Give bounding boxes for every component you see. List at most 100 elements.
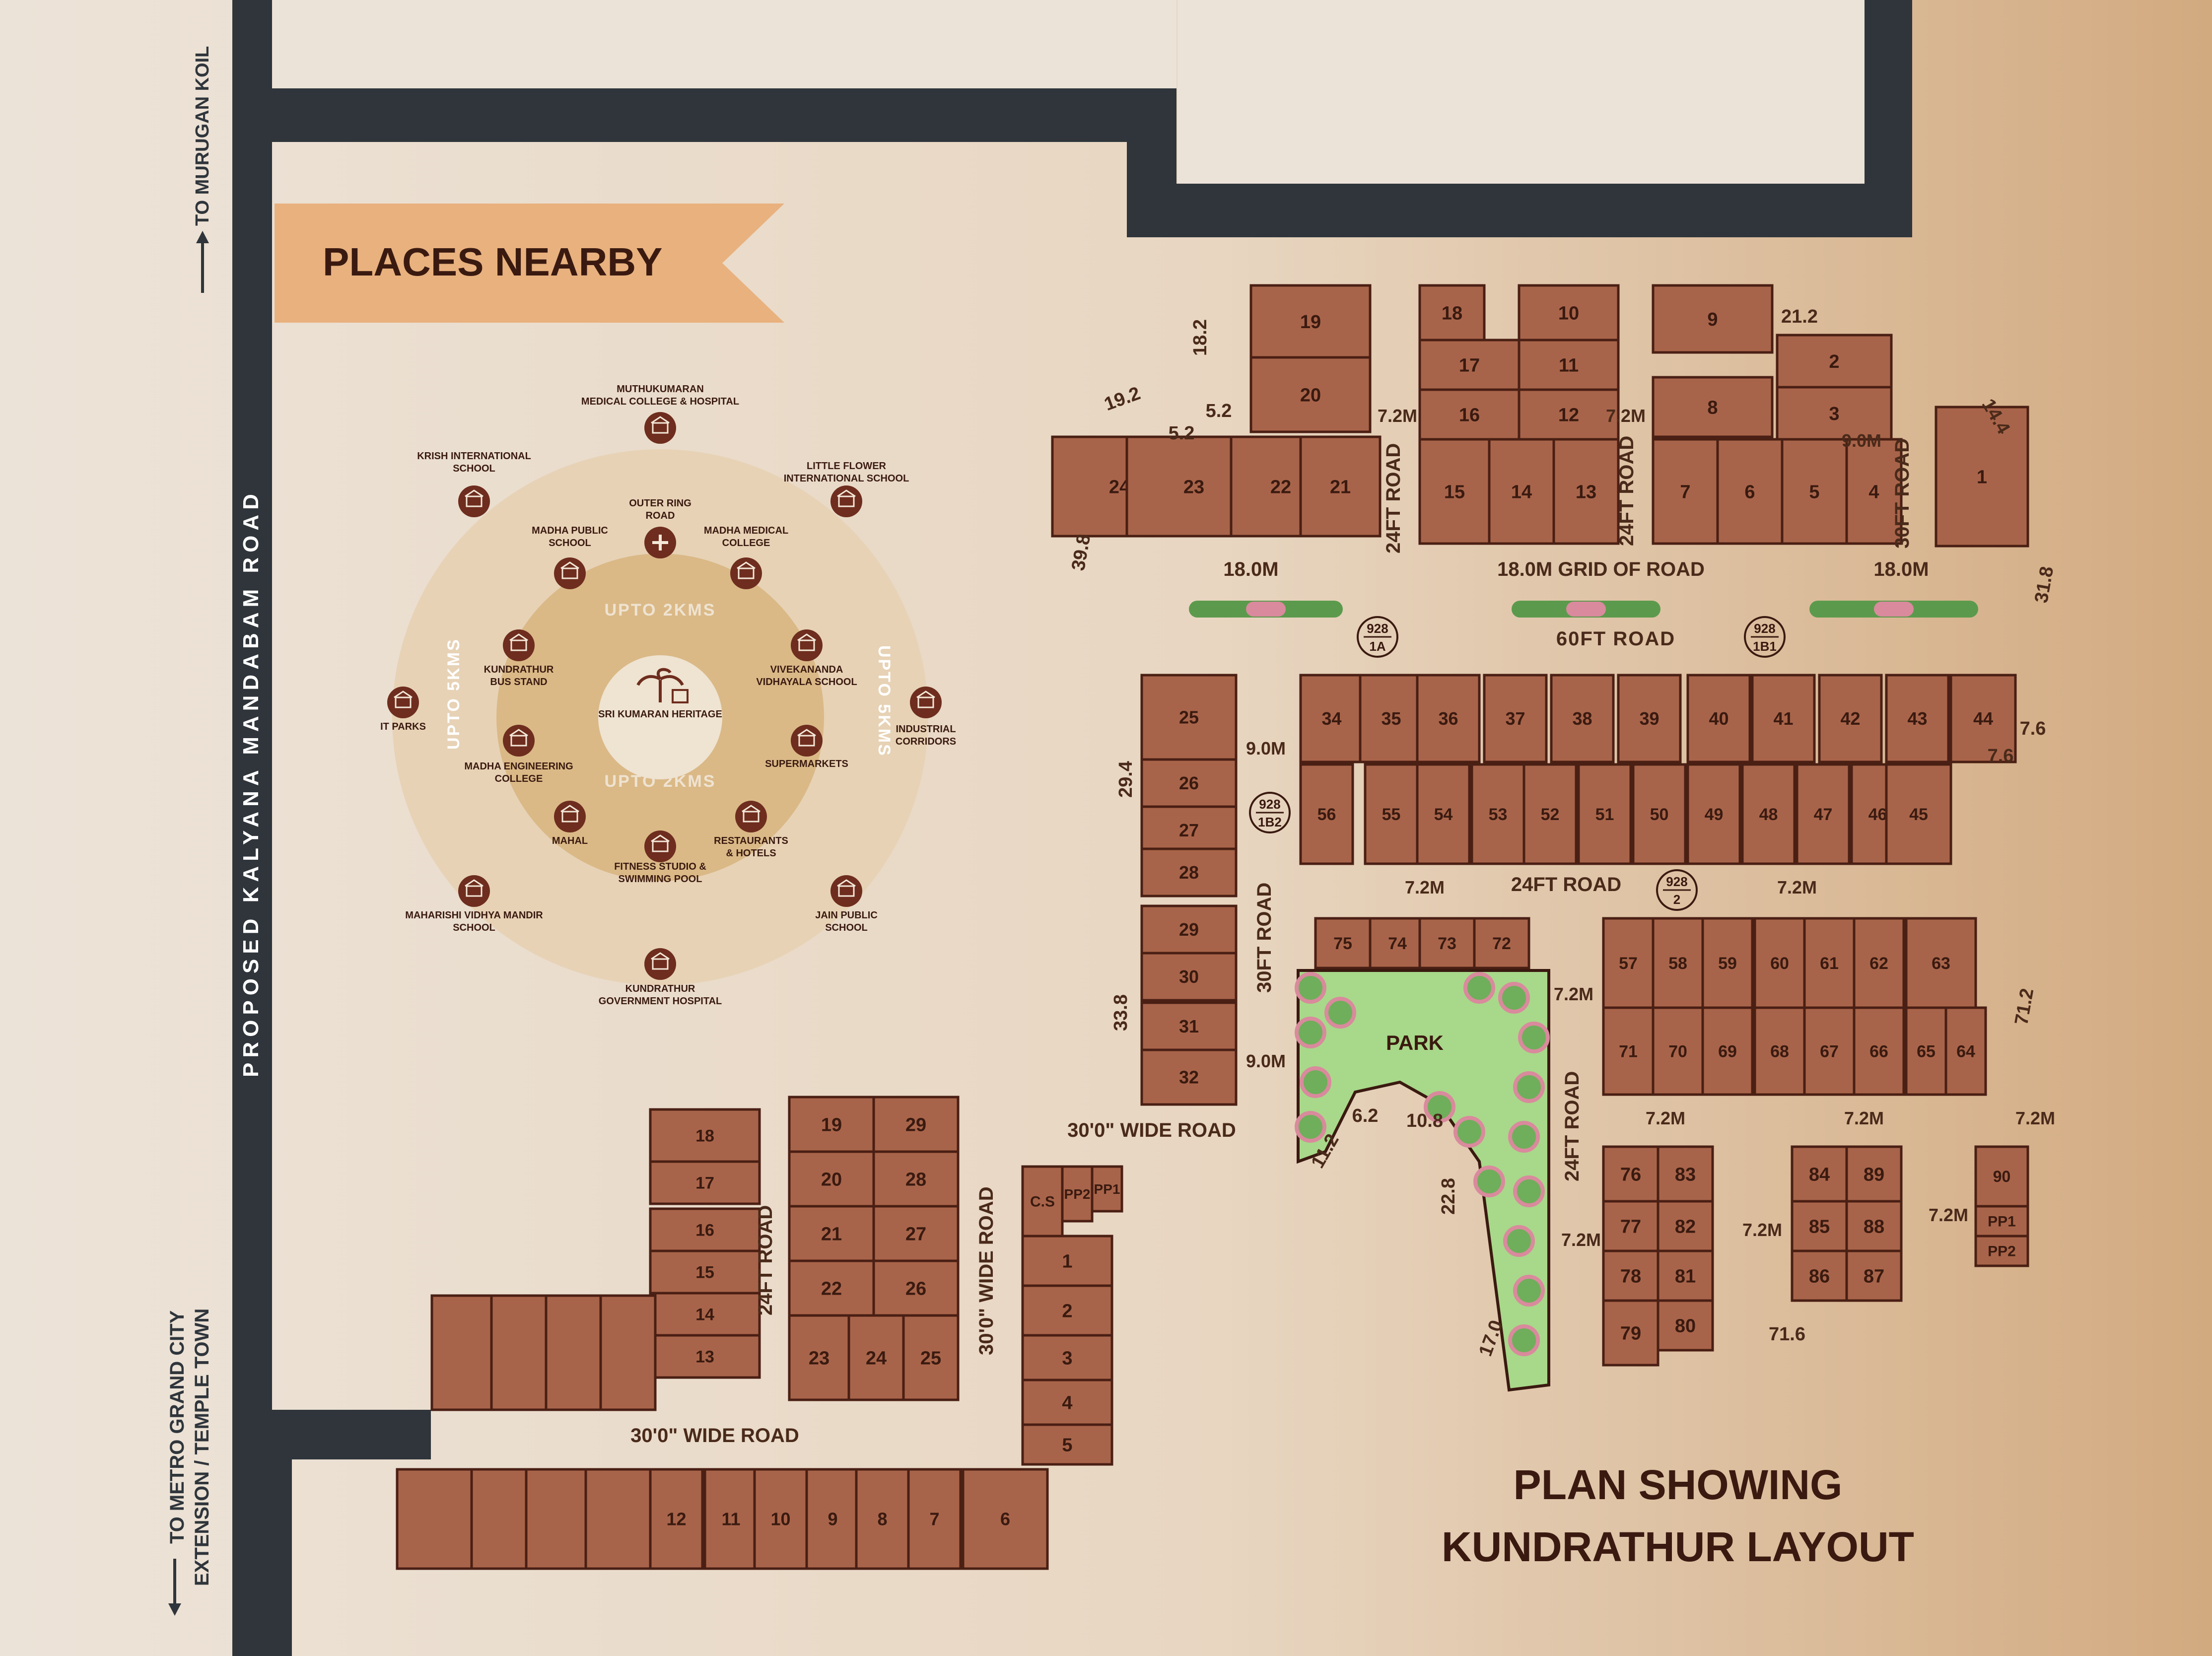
plot-number: 90 <box>1993 1168 2011 1185</box>
place-label: MADHA PUBLIC <box>532 525 608 536</box>
plot: 1 <box>1021 1235 1113 1287</box>
plot-number: 9 <box>828 1509 837 1529</box>
dimension-label: 10.8 <box>1406 1110 1443 1131</box>
tree-icon <box>1513 1071 1545 1103</box>
plot-number: 30 <box>1179 966 1199 987</box>
plot: PP1 <box>1091 1165 1123 1213</box>
place-label: LITTLE FLOWER <box>807 461 887 472</box>
plot-number: 2 <box>1829 351 1839 372</box>
plot-number: 39 <box>1639 708 1659 729</box>
upper-road <box>1127 184 1911 237</box>
tree-icon <box>1453 1116 1485 1148</box>
plot-number: 3 <box>1062 1348 1072 1369</box>
plot: 65 <box>1905 1006 1947 1096</box>
plot-number: 6 <box>1744 482 1755 502</box>
road-72-j: 7.2M <box>1742 1220 1782 1240</box>
plot-number: 18 <box>1442 303 1462 324</box>
building-icon <box>387 687 419 718</box>
left-road <box>232 0 272 1420</box>
plot-number: 71 <box>1619 1042 1638 1061</box>
plot: 13 <box>649 1334 761 1379</box>
plan-title-1: PLAN SHOWING <box>1514 1461 1843 1508</box>
plot-unnumbered <box>545 1294 602 1411</box>
plot-number: 32 <box>1179 1067 1199 1088</box>
road-72-i: 7.2M <box>1929 1205 1968 1225</box>
plot: 55 <box>1364 763 1419 865</box>
plot-number: 46 <box>1868 805 1887 824</box>
edge-label-bottom-2: EXTENSION / TEMPLE TOWN <box>191 1309 213 1586</box>
road-30-wide-a: 30'0" WIDE ROAD <box>1067 1119 1236 1141</box>
plot-unnumbered <box>490 1294 548 1411</box>
school-icon <box>554 557 586 589</box>
plot-number: 1 <box>1062 1251 1072 1272</box>
plot-unnumbered <box>599 1294 657 1411</box>
plan-title-2: KUNDRATHUR LAYOUT <box>1442 1523 1914 1570</box>
plot-number: 23 <box>809 1348 830 1369</box>
tree-icon <box>1508 1121 1540 1153</box>
college-icon <box>730 557 762 589</box>
plot: 15 <box>649 1249 761 1295</box>
survey-subdivision: 1A <box>1369 639 1385 654</box>
plot: 28 <box>1140 847 1238 897</box>
plot-number: 28 <box>905 1169 926 1190</box>
plot: 85 <box>1791 1200 1848 1252</box>
edge-label-bottom-1: TO METRO GRAND CITY <box>166 1310 188 1544</box>
place-it-parks: IT PARKS <box>380 687 426 732</box>
dimension-label: 18.2 <box>1190 319 1211 356</box>
dimension-label: 6.2 <box>1352 1105 1379 1126</box>
plot: 4 <box>1021 1379 1113 1426</box>
plot: 53 <box>1470 763 1525 865</box>
plot-number: 4 <box>1062 1392 1072 1413</box>
plot: 18 <box>1418 284 1486 342</box>
plot: 25 <box>1140 674 1238 761</box>
tree-icon <box>1513 1275 1545 1307</box>
plot-number: 57 <box>1619 954 1638 973</box>
plot-number: 34 <box>1321 708 1341 729</box>
plot: 90 <box>1974 1145 2029 1208</box>
plot: 74 <box>1369 917 1426 969</box>
plot: 37 <box>1483 674 1548 763</box>
road-72-a: 7.2M <box>1378 406 1417 426</box>
plot: 3 <box>1776 386 1893 441</box>
plot: 9 <box>805 1468 860 1570</box>
road-labels: 18.0M GRID OF ROAD 60FT ROAD 18.0M 18.0M… <box>630 406 2055 1447</box>
plot: 10 <box>753 1468 808 1570</box>
plot: 63 <box>1905 917 1977 1009</box>
place-mahal: MAHAL <box>552 801 588 846</box>
plot: 9 <box>1652 284 1774 354</box>
dimension-label: 7.6 <box>2020 718 2046 739</box>
plot-number: 28 <box>1179 862 1199 883</box>
place-label: SCHOOL <box>453 922 495 933</box>
plot-number: 56 <box>1317 805 1336 824</box>
plot-number: 42 <box>1840 708 1860 729</box>
plot: 2 <box>1776 334 1893 389</box>
plot: 78 <box>1602 1249 1659 1302</box>
plot-number: 72 <box>1492 934 1511 953</box>
plot: PP1 <box>1974 1205 2029 1238</box>
place-label: SWIMMING POOL <box>619 874 702 885</box>
plot: 7 <box>1652 438 1719 545</box>
plot: 26 <box>872 1259 960 1317</box>
plot-number: 53 <box>1489 805 1508 824</box>
hospital-icon <box>644 412 676 444</box>
school-icon <box>830 875 862 907</box>
plot-number: 21 <box>821 1224 842 1244</box>
plot: 23 <box>788 1314 850 1401</box>
plot: 5 <box>1021 1423 1113 1466</box>
plot: 39 <box>1617 674 1682 763</box>
plot-number: 76 <box>1620 1164 1641 1185</box>
road-72-g: 7.2M <box>1844 1108 1884 1128</box>
dimension-label: 7.6 <box>1988 746 2014 766</box>
place-label: BUS STAND <box>490 677 547 688</box>
tree-icon <box>1295 1017 1326 1048</box>
tree-icon <box>1295 1111 1326 1143</box>
plot: 89 <box>1845 1145 1903 1203</box>
plot-number: 17 <box>1459 355 1480 376</box>
plot-number: 19 <box>1300 312 1321 333</box>
survey-subdivision: 1B1 <box>1753 639 1777 654</box>
